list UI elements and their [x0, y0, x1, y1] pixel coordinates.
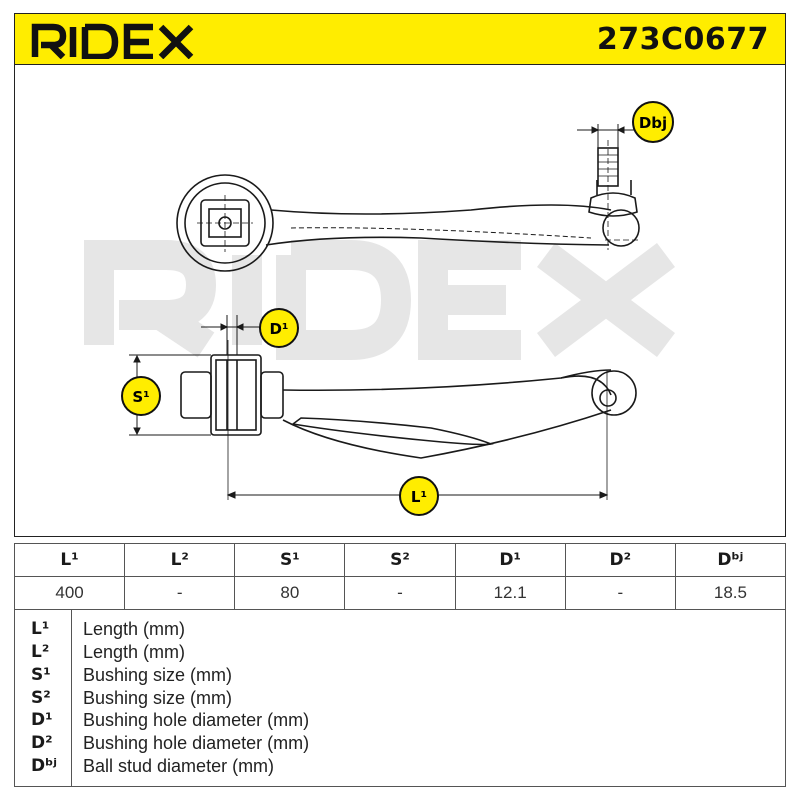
legend-symbol: L¹	[31, 619, 50, 639]
s1-label: S¹	[132, 388, 149, 406]
d1-dimension	[201, 315, 263, 355]
value-cell: 400	[13, 576, 126, 610]
arm-side-bottom	[282, 409, 612, 459]
legend-row: D² Bushing hole diameter (mm)	[15, 733, 785, 755]
spec-table-value-row: 400 - 80 - 12.1 - 18.5	[13, 576, 787, 610]
header-cell: D¹	[454, 543, 566, 577]
legend-symbol: S²	[31, 688, 51, 708]
arm-side-top	[282, 369, 612, 392]
arm-recess	[291, 417, 494, 446]
legend-description: Length (mm)	[83, 642, 186, 662]
d1-label: D¹	[269, 320, 288, 338]
legend-symbol: L²	[31, 642, 50, 662]
header-cell: Dᵇʲ	[674, 543, 787, 577]
spec-table-header-row: L¹ L² S¹ S² D¹ D² Dᵇʲ	[13, 543, 787, 577]
value-cell: 18.5	[674, 576, 787, 610]
legend-description: Bushing size (mm)	[83, 688, 233, 708]
header-cell: S²	[344, 543, 456, 577]
legend-symbol: Dᵇʲ	[31, 756, 57, 776]
legend-description: Bushing hole diameter (mm)	[83, 710, 310, 730]
legend-divider	[71, 610, 72, 786]
part-number: 273C0677	[596, 22, 769, 57]
s1-badge: S¹	[121, 376, 161, 416]
value-cell: -	[124, 576, 236, 610]
header-cell: L¹	[13, 543, 126, 577]
d1-badge: D¹	[259, 308, 299, 348]
legend-row: S² Bushing size (mm)	[15, 688, 785, 710]
legend: L¹ Length (mm) L² Length (mm) S¹ Bushing…	[14, 609, 786, 787]
spec-table: L¹ L² S¹ S² D¹ D² Dᵇʲ 400 - 80 - 12.1 - …	[13, 543, 787, 610]
legend-description: Bushing hole diameter (mm)	[83, 733, 310, 753]
dbj-label: Dbj	[639, 114, 667, 132]
arm-side-view	[180, 340, 637, 500]
technical-drawing: Dbj D¹	[84, 101, 675, 516]
legend-description: Bushing size (mm)	[83, 665, 233, 685]
header-cell: S¹	[234, 543, 346, 577]
drawing-frame: Dbj D¹	[14, 65, 786, 537]
value-cell: -	[344, 576, 456, 610]
watermark-logo	[84, 240, 675, 360]
l1-badge: L¹	[399, 476, 439, 516]
l1-label: L¹	[411, 488, 427, 506]
arm-top-view	[176, 140, 641, 272]
legend-row: D¹ Bushing hole diameter (mm)	[15, 710, 785, 732]
header-bar: 273C0677	[14, 13, 786, 65]
legend-symbol: D²	[31, 733, 53, 753]
legend-row: S¹ Bushing size (mm)	[15, 665, 785, 687]
ball-joint-side	[591, 370, 637, 416]
header-cell: L²	[124, 543, 236, 577]
dbj-dimension	[577, 124, 641, 148]
arm-bottom-edge	[265, 236, 610, 246]
legend-row: L¹ Length (mm)	[15, 619, 785, 641]
legend-description: Ball stud diameter (mm)	[83, 756, 275, 776]
legend-symbol: S¹	[31, 665, 51, 685]
header-cell: D²	[564, 543, 676, 577]
legend-row: L² Length (mm)	[15, 642, 785, 664]
dbj-badge: Dbj	[632, 101, 674, 143]
legend-symbol: D¹	[31, 710, 53, 730]
ridex-logo	[31, 23, 194, 59]
value-cell: -	[564, 576, 676, 610]
value-cell: 80	[234, 576, 346, 610]
legend-description: Length (mm)	[83, 619, 186, 639]
ball-joint-top	[602, 209, 640, 247]
bushing-outer-top	[176, 174, 274, 272]
arm-top-edge	[270, 204, 612, 215]
legend-row: Dᵇʲ Ball stud diameter (mm)	[15, 756, 785, 778]
bushing-side	[210, 354, 262, 436]
value-cell: 12.1	[454, 576, 566, 610]
